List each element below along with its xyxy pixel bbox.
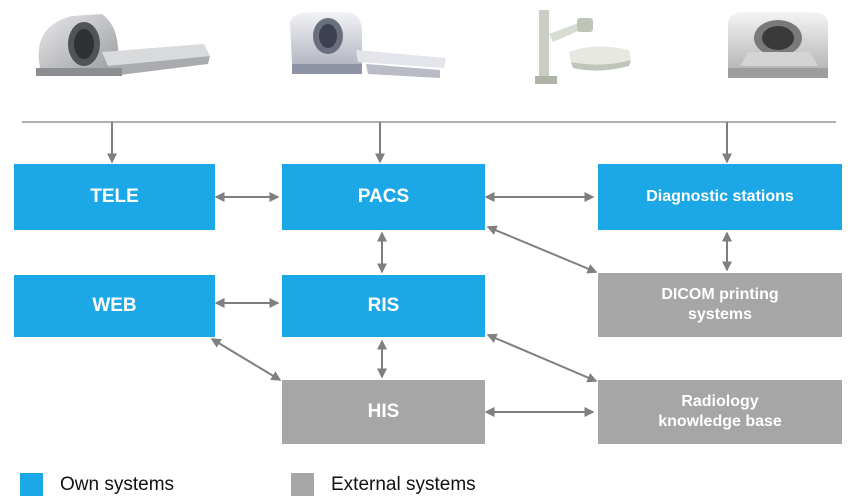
legend-own-swatch <box>20 473 43 496</box>
his-box: HIS <box>282 380 485 444</box>
ct-scanner-image <box>270 6 460 86</box>
arrow-web-his <box>210 338 282 381</box>
x-ray-unit-image <box>525 6 645 86</box>
mri-scanner-image <box>22 6 222 86</box>
arrow-ris-radiology <box>486 333 598 383</box>
legend-own: Own systems <box>20 473 174 496</box>
tele-label: TELE <box>90 186 139 208</box>
ris-label: RIS <box>367 295 400 317</box>
radiology-knowledge-base-box: Radiology knowledge base <box>598 380 842 444</box>
legend-external-label: External systems <box>331 473 476 495</box>
tele-box: TELE <box>14 164 215 230</box>
pacs-label: PACS <box>357 186 410 208</box>
legend-own-label: Own systems <box>60 473 175 495</box>
radiology-label-line2: knowledge base <box>658 413 782 430</box>
dicom-label-line1: DICOM printing <box>661 286 779 303</box>
radiology-label-line1: Radiology <box>681 393 759 410</box>
diagnostic-stations-box: Diagnostic stations <box>598 164 842 230</box>
ris-box: RIS <box>282 275 485 337</box>
dicom-printing-box: DICOM printing systems <box>598 273 842 337</box>
dicom-label-line2: systems <box>687 306 753 323</box>
web-box: WEB <box>14 275 215 337</box>
pacs-box: PACS <box>282 164 485 230</box>
legend-external: External systems <box>291 473 476 496</box>
web-label: WEB <box>92 295 137 317</box>
pet-scanner-image <box>720 6 835 86</box>
diagnostic-stations-label: Diagnostic stations <box>646 188 794 205</box>
arrow-pacs-dicom <box>486 225 598 274</box>
his-label: HIS <box>367 401 400 423</box>
legend-external-swatch <box>291 473 314 496</box>
